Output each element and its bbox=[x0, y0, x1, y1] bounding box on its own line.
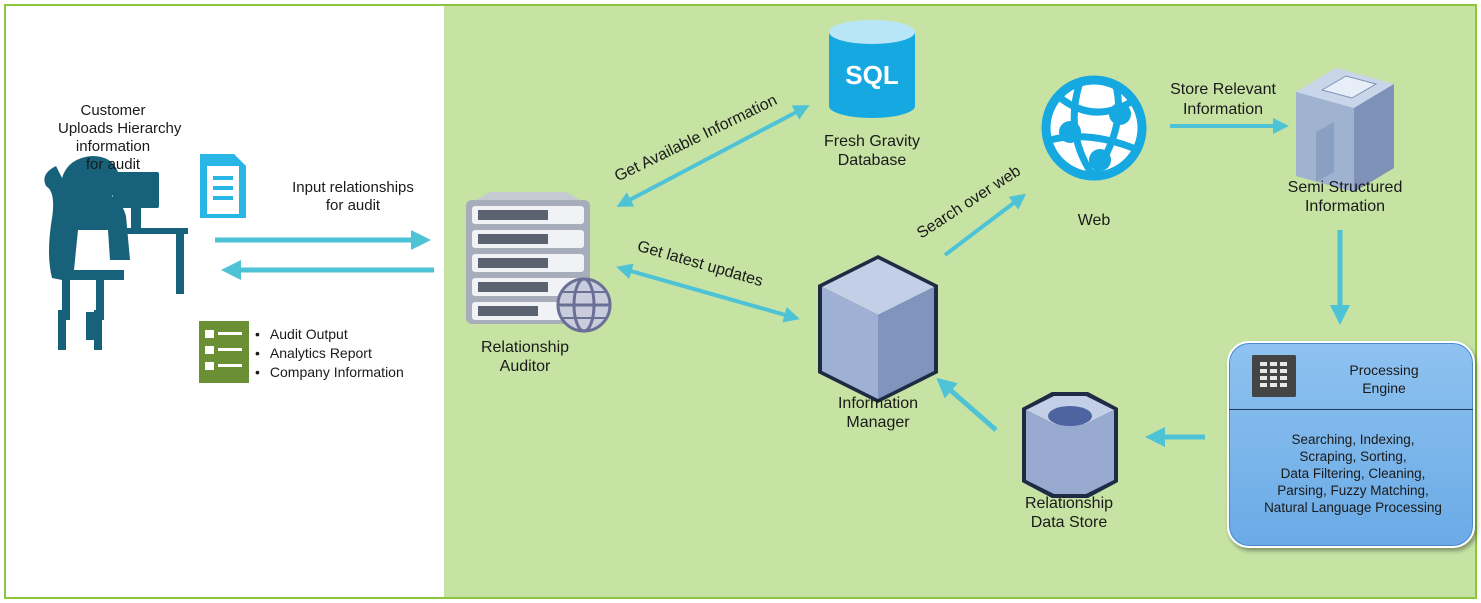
web-globe-icon bbox=[1041, 75, 1147, 181]
output-item: Analytics Report bbox=[255, 344, 404, 363]
document-icon bbox=[200, 154, 246, 218]
engine-title: Processing Engine bbox=[1349, 362, 1419, 396]
input-arrow-label: Input relationships for audit bbox=[292, 179, 414, 214]
engine-description: Searching, Indexing, Scraping, Sorting, … bbox=[1264, 432, 1442, 515]
store-relevant-label: Store Relevant Information bbox=[1170, 81, 1276, 118]
grid-icon bbox=[1252, 355, 1296, 397]
svg-text:SQL: SQL bbox=[845, 60, 899, 90]
semi-structured-label: Semi Structured Information bbox=[1287, 179, 1403, 215]
server-icon bbox=[466, 192, 612, 333]
information-manager-label: Information Manager bbox=[837, 395, 919, 431]
get-available-arrow bbox=[616, 105, 810, 207]
customer-label: Customer Uploads Hierarchy information f… bbox=[58, 102, 182, 173]
output-item: Audit Output bbox=[255, 325, 404, 344]
web-label: Web bbox=[1077, 212, 1111, 229]
search-web-arrow bbox=[943, 193, 1027, 257]
data-store-icon bbox=[1022, 392, 1118, 498]
diagram-border bbox=[4, 4, 1477, 599]
customer-at-computer-icon bbox=[44, 156, 188, 350]
store-to-manager-arrow bbox=[936, 377, 998, 432]
engine-divider bbox=[1229, 409, 1473, 410]
data-store-label: Relationship Data Store bbox=[1024, 495, 1114, 531]
sql-database-icon: SQL bbox=[829, 20, 915, 118]
database-label: Fresh Gravity Database bbox=[823, 133, 920, 169]
get-latest-arrow bbox=[616, 263, 800, 323]
output-list: Audit Output Analytics Report Company In… bbox=[255, 325, 404, 382]
auditor-label: Relationship Auditor bbox=[480, 339, 570, 375]
processing-engine-box: Processing Engine Searching, Indexing, S… bbox=[1227, 341, 1475, 548]
information-manager-icon bbox=[818, 255, 938, 403]
semi-structured-icon bbox=[1296, 68, 1394, 192]
output-item: Company Information bbox=[255, 363, 404, 382]
checklist-icon bbox=[199, 321, 249, 383]
